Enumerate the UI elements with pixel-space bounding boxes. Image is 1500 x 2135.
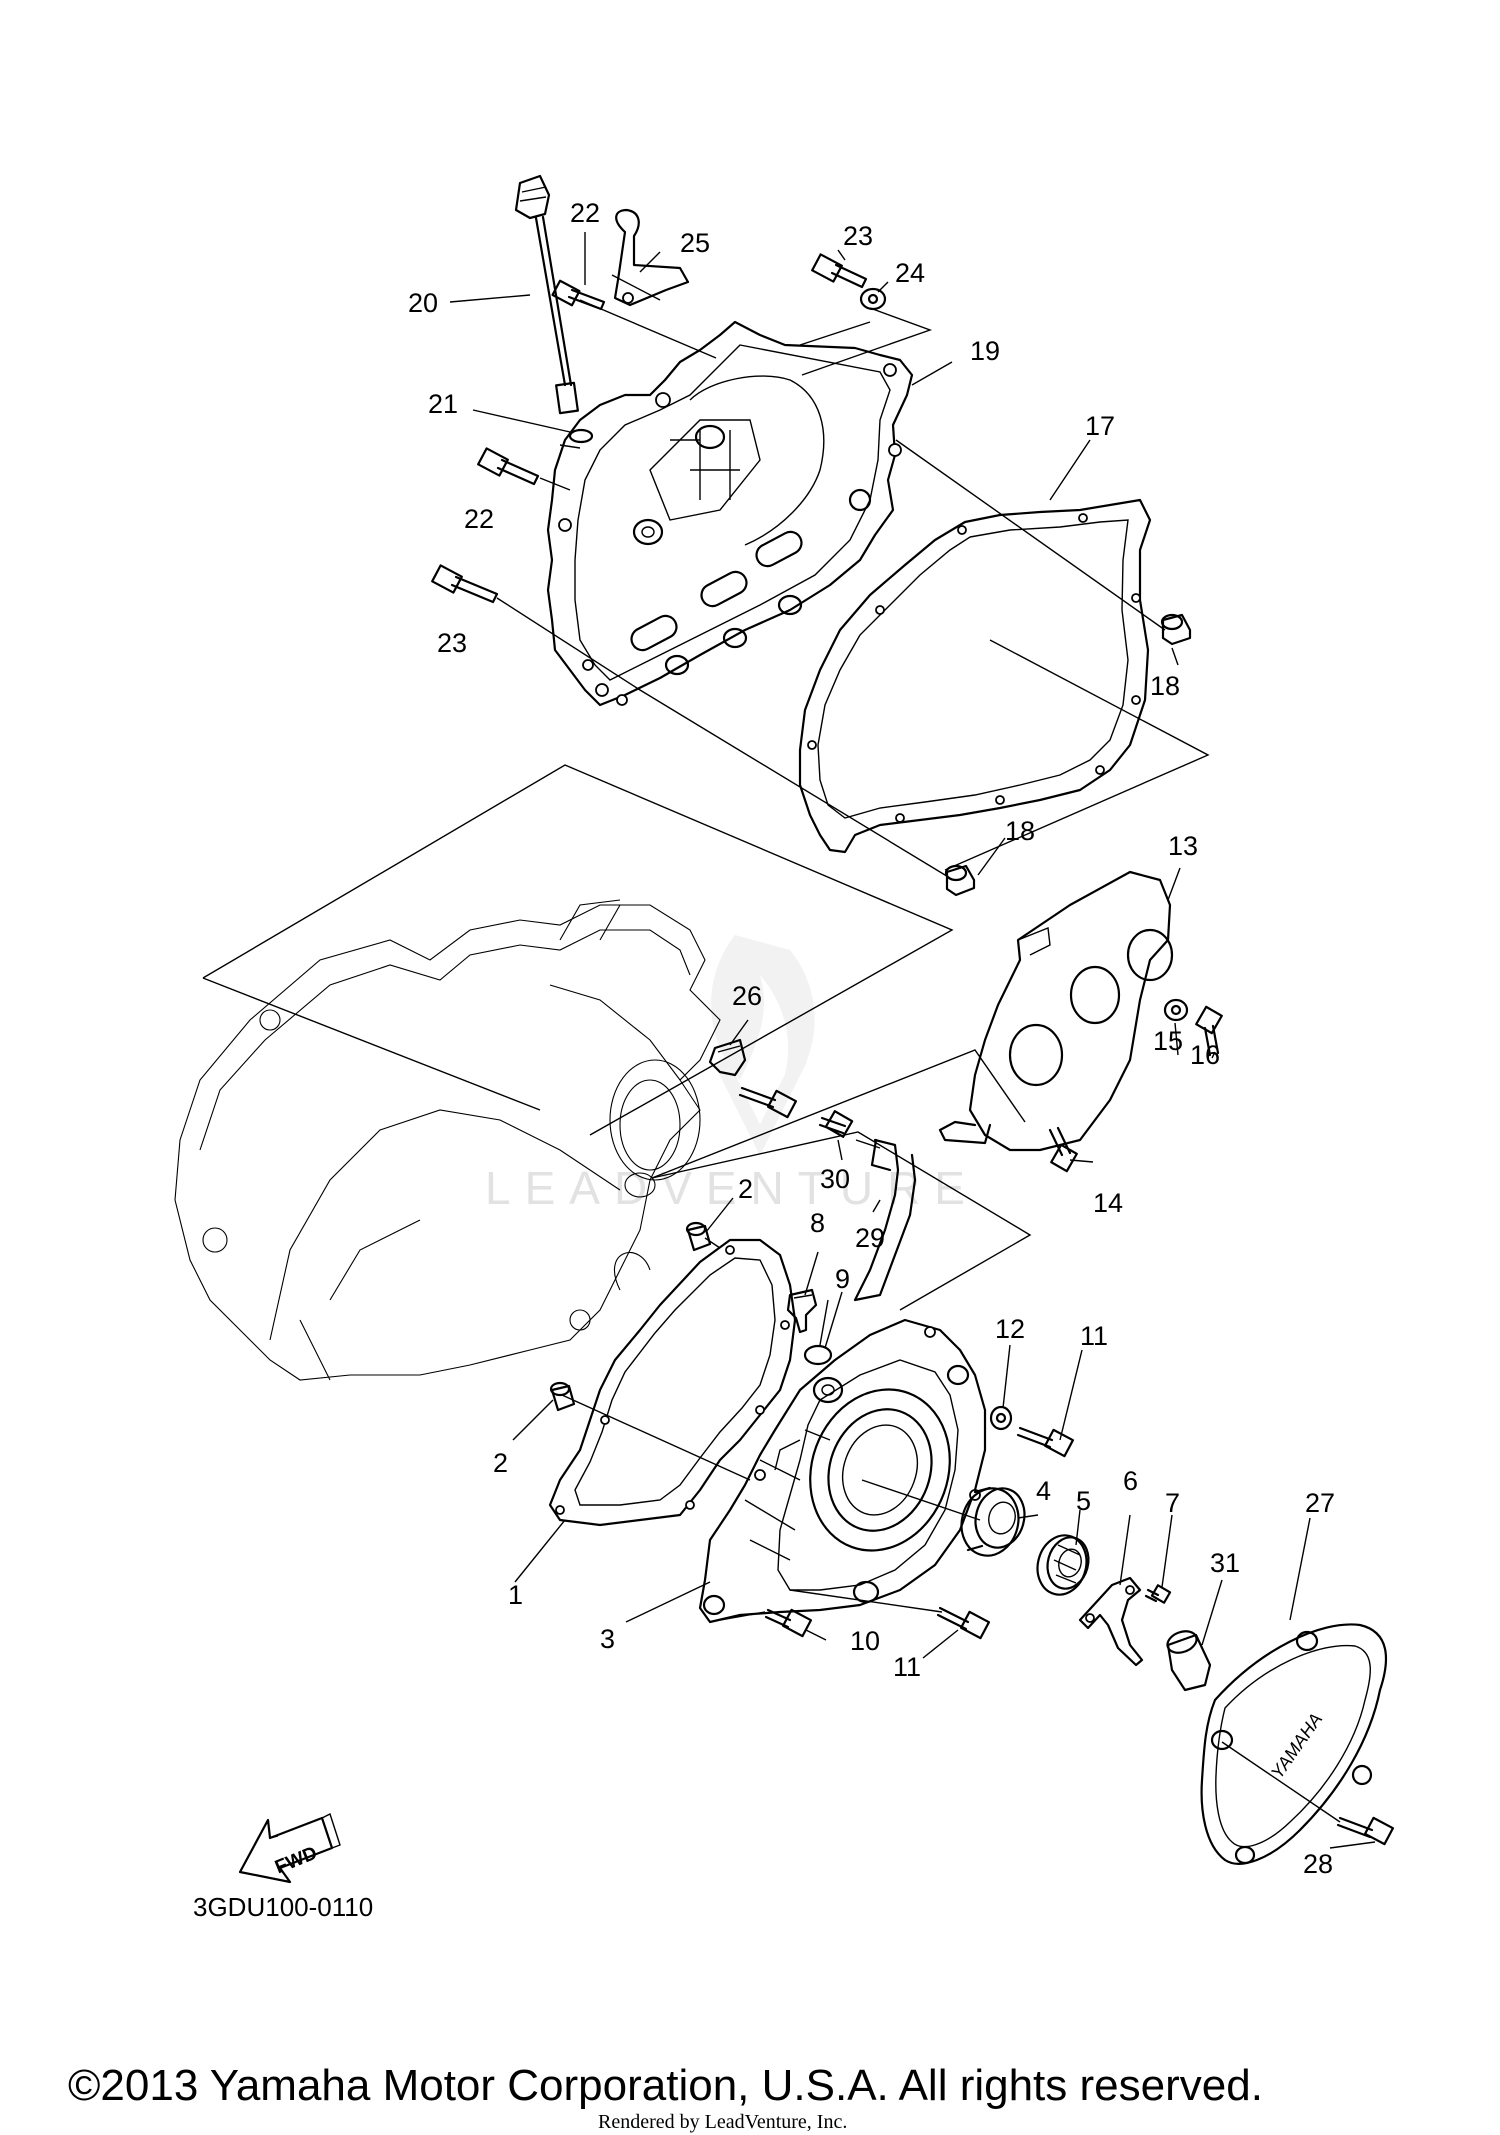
callout-13: 13 [1168,831,1198,861]
part-gasket-1 [548,1238,797,1527]
diagram-code: 3GDU100-0110 [193,1892,373,1922]
callout-26: 26 [732,981,762,1011]
callout-10: 10 [850,1626,880,1656]
callout-22-lower: 22 [464,504,494,534]
callout-19: 19 [970,336,1000,366]
part-oil-dipstick [514,174,579,415]
callout-20: 20 [408,288,438,318]
callout-14: 14 [1093,1188,1123,1218]
fwd-arrow: FWD [238,1813,341,1884]
reference-lines-middle [651,1049,1032,1311]
part-bolt-22-upper [551,279,606,311]
part-bolt-10 [764,1608,813,1638]
part-bolt-16 [1195,1005,1223,1057]
callout-3: 3 [600,1624,615,1654]
callout-28: 28 [1303,1849,1333,1879]
part-dowel-18-upper [1160,613,1192,646]
callout-22-upper: 22 [570,198,600,228]
callout-6: 6 [1123,1466,1138,1496]
part-dowel-2-upper [685,1221,712,1252]
watermark-logo [711,935,815,1156]
callout-16: 16 [1190,1040,1220,1070]
callout-7: 7 [1165,1488,1180,1518]
part-gasket-17 [798,498,1152,854]
part-oil-plug-8 [786,1288,818,1334]
part-crankcase-cover-19 [546,320,914,707]
callout-1: 1 [508,1580,523,1610]
watermark-text: LEADVENTURE [485,1162,979,1214]
part-crankcase-cover-3 [698,1318,987,1624]
part-dowel-2-lower [549,1381,576,1412]
callout-15: 15 [1153,1026,1183,1056]
reference-lines-top [496,274,1210,879]
part-bolt-14 [1048,1126,1078,1173]
cover-brand-mark: YAMAHA [1267,1709,1326,1782]
callout-29: 29 [855,1223,885,1253]
part-guide-29 [853,1138,917,1302]
callout-9: 9 [835,1264,850,1294]
callout-2-lower: 2 [493,1448,508,1478]
part-bolt-23-lower [431,564,499,604]
callout-8: 8 [810,1208,825,1238]
part-bush-31 [1166,1630,1212,1692]
callout-30: 30 [820,1164,850,1194]
callout-leaders [449,232,1376,1849]
part-bolt-30 [818,1110,854,1138]
callout-12: 12 [995,1314,1025,1344]
part-washer-24 [859,287,887,311]
callout-24: 24 [895,258,925,288]
part-bearing-4 [960,1486,1026,1557]
callout-27: 27 [1305,1488,1335,1518]
rendered-by-credit: Rendered by LeadVenture, Inc. [598,2111,847,2133]
part-clip-26 [708,1038,747,1077]
part-oil-seal-5 [1036,1534,1090,1596]
part-bolt-26 [738,1086,798,1119]
fwd-label: FWD [272,1843,320,1879]
callout-18-lower: 18 [1005,816,1035,846]
part-bolt-22-lower [477,447,540,486]
part-screw-7 [1144,1584,1172,1604]
callout-11-upper: 11 [1080,1321,1108,1351]
reference-lines-lower [561,1237,1341,1823]
part-o-ring-9 [803,1344,833,1366]
callout-23-upper: 23 [843,221,873,251]
callout-18-upper: 18 [1150,671,1180,701]
part-plate-6 [1078,1576,1144,1667]
part-bracket [613,208,690,307]
callout-numbers: 20 22 25 23 24 19 21 17 22 23 18 18 13 2… [408,198,1335,1879]
callout-25: 25 [680,228,710,258]
part-dowel-18-lower [944,864,976,897]
callout-2-upper: 2 [738,1174,753,1204]
part-cover-27: YAMAHA [1200,1623,1388,1865]
callout-5: 5 [1076,1486,1091,1516]
engine-outline-ghost [174,764,954,1381]
part-bolt-11-lower [936,1606,991,1640]
callout-17: 17 [1085,411,1115,441]
part-bolt-23-upper [811,253,868,289]
callout-11-lower: 11 [893,1652,921,1682]
part-washer-12 [989,1405,1013,1431]
callout-21: 21 [428,389,458,419]
part-washer-15 [1163,998,1189,1022]
copyright-notice: ©2013 Yamaha Motor Corporation, U.S.A. A… [68,2061,1263,2110]
part-sprocket-cover-13 [938,870,1174,1152]
part-bolt-28 [1336,1816,1395,1846]
part-bolt-11-upper [1016,1426,1075,1458]
callout-23-lower: 23 [437,628,467,658]
callout-31: 31 [1210,1548,1240,1578]
part-o-ring [568,428,594,444]
callout-4: 4 [1036,1476,1051,1506]
